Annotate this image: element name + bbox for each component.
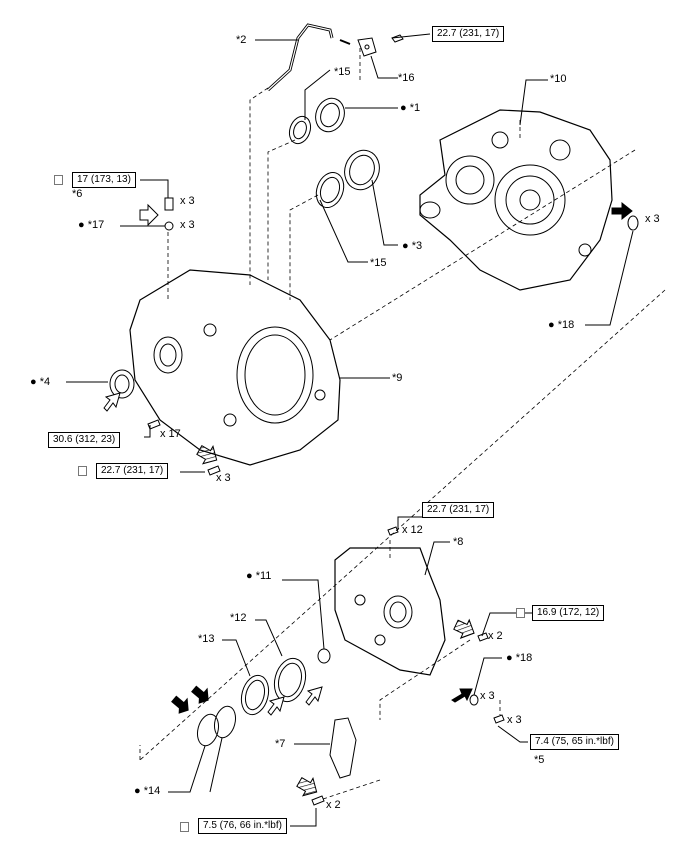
torque-checkbox-icon — [180, 822, 189, 832]
torque-box-5: 22.7 (231, 17) — [422, 502, 495, 518]
torque-box-2: 17 (173, 13) — [72, 172, 136, 188]
callout-18-bottom: ● *18 — [506, 652, 533, 664]
callout-7: *7 — [275, 738, 286, 750]
callout-18-top: ● *18 — [548, 319, 575, 331]
qty-bolt-12: x 12 — [402, 524, 423, 536]
callout-15-bottom: *15 — [370, 257, 387, 269]
callout-9: *9 — [392, 372, 403, 384]
qty-bolt-5: x 3 — [507, 714, 522, 726]
qty-oring-18-bottom: x 3 — [480, 690, 495, 702]
transmission-case — [129, 269, 341, 466]
torque-box-8: 7.5 (76, 66 in.*lbf) — [198, 818, 287, 834]
qty-oring-18-top: x 3 — [645, 213, 660, 225]
qty-bolt-6: x 3 — [180, 195, 195, 207]
qty-bolt-case: x 3 — [216, 472, 231, 484]
torque-checkbox-icon — [54, 175, 63, 185]
callout-10: *10 — [550, 73, 567, 85]
callout-13: *13 — [198, 633, 215, 645]
qty-bolt-plate: x 2 — [326, 799, 341, 811]
callout-15-top: *15 — [334, 66, 351, 78]
cover-plate — [329, 717, 357, 779]
callout-5: *5 — [534, 754, 545, 766]
torque-box-6: 16.9 (172, 12) — [532, 605, 605, 621]
qty-bolt-cover: x 2 — [488, 630, 503, 642]
callout-4: ● *4 — [30, 376, 51, 388]
pipe-bracket — [357, 37, 377, 57]
insert-direction-arrow-icon — [103, 392, 121, 412]
callout-3: ● *3 — [402, 240, 423, 252]
callout-1: ● *1 — [400, 102, 421, 114]
qty-bolt-17: x 17 — [160, 428, 181, 440]
qty-washer-17: x 3 — [180, 219, 195, 231]
rear-cover — [334, 547, 446, 676]
torque-checkbox-icon — [516, 608, 525, 618]
torque-box-4: 22.7 (231, 17) — [96, 463, 169, 479]
callout-6: *6 — [72, 188, 83, 200]
callout-11: ● *11 — [246, 570, 272, 582]
callout-17: ● *17 — [78, 219, 105, 231]
callout-2: *2 — [236, 34, 247, 46]
torque-box-7: 7.4 (75, 65 in.*lbf) — [530, 734, 619, 750]
callout-8: *8 — [453, 536, 464, 548]
torque-box-1: 22.7 (231, 17) — [432, 26, 505, 42]
callout-16: *16 — [398, 72, 415, 84]
callout-12: *12 — [230, 612, 247, 624]
torque-box-3: 30.6 (312, 23) — [48, 432, 121, 448]
callout-14: ● *14 — [134, 785, 161, 797]
transaxle-assembly — [419, 109, 613, 291]
torque-checkbox-icon — [78, 466, 87, 476]
